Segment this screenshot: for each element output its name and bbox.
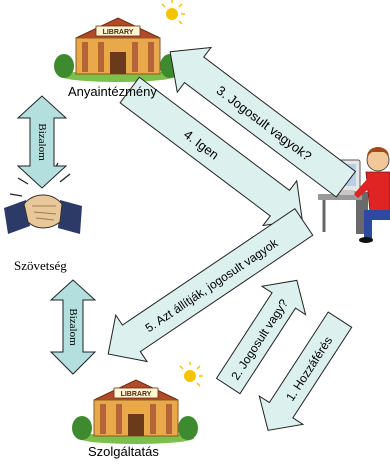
node-szovetseg-label: Szövetség bbox=[14, 258, 67, 273]
node-szolgaltatas-label: Szolgáltatás bbox=[88, 444, 159, 459]
library-bottom-icon: LIBRARY bbox=[72, 362, 203, 444]
library-sign-top: LIBRARY bbox=[103, 29, 134, 36]
bizalom-top-label: Bizalom bbox=[36, 123, 48, 161]
handshake-icon bbox=[4, 160, 82, 234]
library-top-icon: LIBRARY bbox=[54, 0, 185, 82]
bizalom-bottom-label: Bizalom bbox=[67, 308, 79, 346]
bizalom-bottom-arrow: Bizalom bbox=[49, 279, 97, 375]
arrow-2-label: 2. Jogosult vagy? bbox=[228, 296, 291, 382]
library-sign-bottom: LIBRARY bbox=[121, 391, 152, 398]
bizalom-top-arrow: Bizalom bbox=[16, 95, 68, 189]
node-anyaintezmeny-label: Anyaintézmény bbox=[68, 84, 157, 99]
